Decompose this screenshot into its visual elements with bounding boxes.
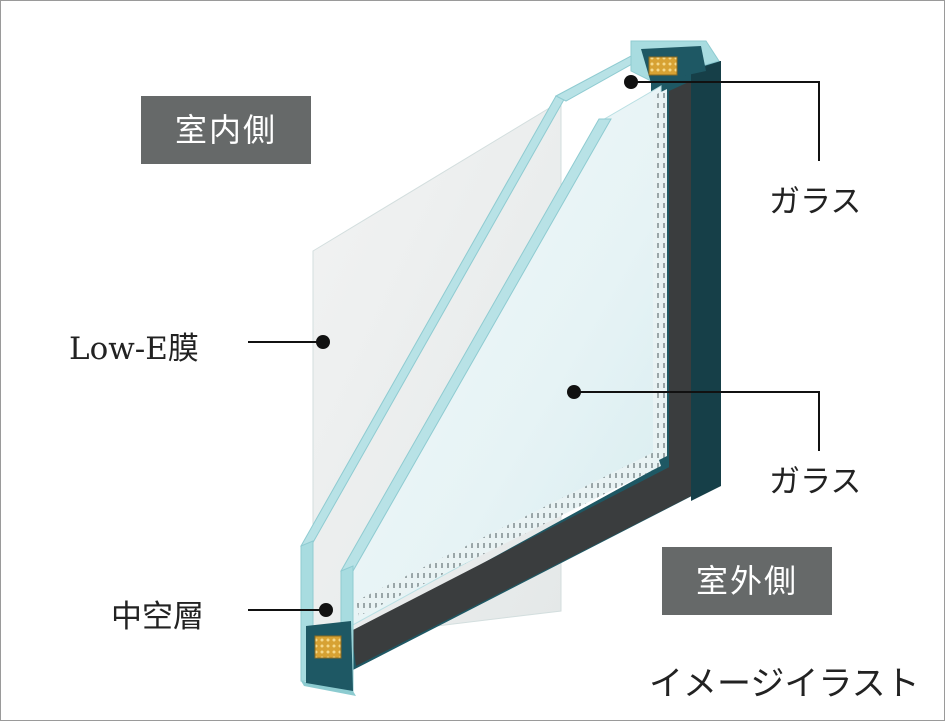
label-air-layer: 中空層 bbox=[111, 599, 204, 635]
dot-glass-mid bbox=[567, 385, 581, 399]
spacer-bar-right bbox=[669, 81, 691, 506]
label-lowe-film: Low-E膜 bbox=[69, 331, 199, 367]
leader-glass-mid bbox=[574, 391, 820, 451]
dot-lowe bbox=[316, 335, 330, 349]
spacer-bar-bottom bbox=[351, 461, 691, 666]
bottom-desiccant bbox=[314, 635, 342, 659]
image-illustration-note: イメージイラスト bbox=[649, 664, 920, 704]
spacer-holes-right bbox=[653, 89, 667, 463]
top-desiccant bbox=[648, 56, 678, 76]
label-glass-top: ガラス bbox=[769, 184, 862, 220]
spacer-holes-bottom bbox=[356, 451, 661, 616]
indoor-side-tag: 室内側 bbox=[141, 96, 311, 164]
label-glass-mid: ガラス bbox=[769, 464, 862, 500]
dot-air bbox=[319, 603, 333, 617]
frame-side-dark bbox=[691, 61, 721, 501]
dot-glass-top bbox=[624, 75, 638, 89]
leader-glass-top bbox=[631, 81, 820, 161]
outdoor-side-tag: 室外側 bbox=[662, 547, 832, 615]
bottom-corner-edge bbox=[301, 681, 356, 696]
